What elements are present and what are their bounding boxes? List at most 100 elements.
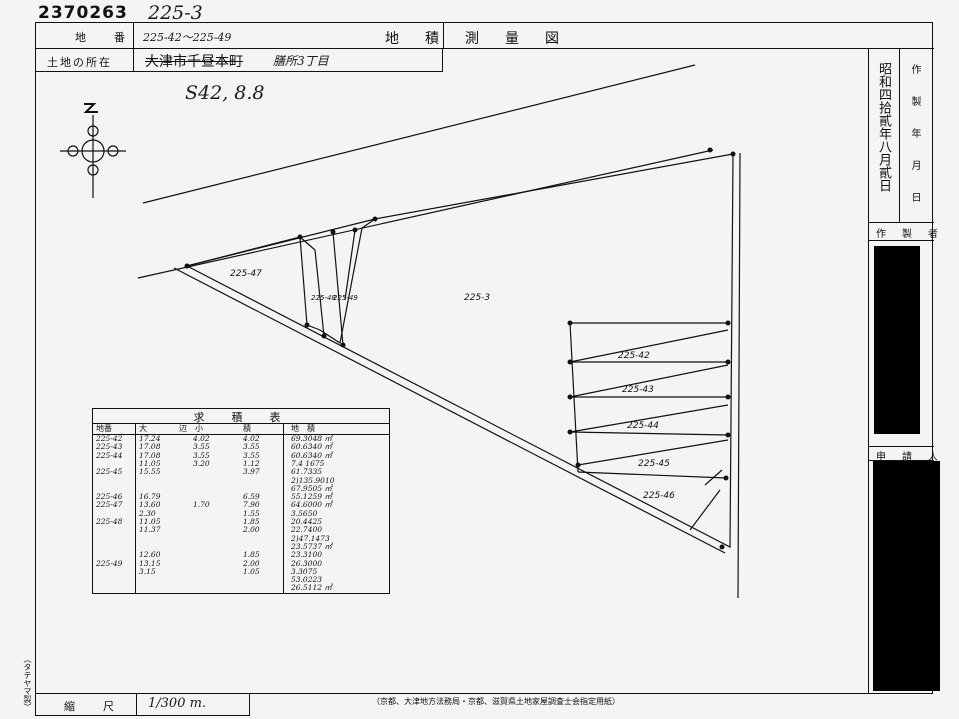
table-cell: 2)47.1473 — [291, 533, 330, 543]
table-cell: 3.3075 — [291, 566, 318, 576]
table-cell: 60.6340 ㎡ — [291, 450, 332, 460]
table-cell: 22.7400 — [291, 525, 323, 535]
applicant-label: 申 請 人 — [876, 452, 941, 463]
area-table-header-cell: 大 — [139, 424, 147, 433]
table-cell: 2.00 — [243, 558, 260, 568]
parcel-label: 225-42 — [618, 351, 650, 361]
table-cell: 225-47 — [96, 500, 123, 510]
header-location-row: 土地の所在 大津市千昼本町 膳所3丁目 — [35, 48, 443, 72]
table-cell: 26.5112 ㎡ — [291, 583, 332, 593]
table-cell: 225-42 — [96, 434, 123, 443]
area-table-header-cell: 地 積 — [291, 424, 315, 433]
table-cell: 26.3000 — [291, 558, 323, 568]
made-date-value: 昭和四拾貳年八月貳日 — [876, 62, 891, 192]
table-cell: 3.55 — [243, 442, 260, 452]
table-cell: 55.1259 ㎡ — [291, 492, 332, 502]
table-cell: 12.60 — [139, 550, 161, 560]
table-cell: 4.02 — [243, 434, 260, 443]
table-row: 23.5737 ㎡ — [93, 541, 389, 551]
area-table-header-cell: 積 — [243, 424, 251, 433]
document-title: 地 積 測 量 図 — [385, 31, 565, 47]
table-row: 2)135.9010 — [93, 475, 389, 485]
parcel-label: 225-47 — [230, 269, 262, 279]
scale-label: 縮 尺 — [64, 700, 116, 713]
lot-label: 地 番 — [75, 31, 127, 44]
table-cell: 3.20 — [193, 458, 210, 468]
area-table-title: 求 積 表 — [93, 409, 389, 424]
table-cell: 1.05 — [243, 566, 260, 576]
table-cell: 17.08 — [139, 442, 161, 452]
table-cell: 3.97 — [243, 467, 260, 477]
header-title-cell — [443, 22, 934, 49]
table-cell: 2)135.9010 — [291, 475, 335, 485]
date-note: S42, 8.8 — [185, 82, 265, 104]
table-cell: 67.9505 ㎡ — [291, 483, 332, 493]
location-label: 土地の所在 — [47, 56, 112, 69]
header-lot-row: 地 番 225-42〜225-49 — [35, 22, 443, 72]
table-row: 225-46 16.79 6.59 55.1259 ㎡ — [93, 493, 389, 501]
document-number: 2370263 — [38, 3, 128, 23]
table-cell: 225-49 — [96, 558, 123, 568]
table-cell: 4.02 — [193, 434, 210, 443]
made-date-label: 作 製 年 月 日 — [909, 64, 920, 208]
table-row: 2)47.1473 — [93, 533, 389, 543]
table-cell: 13.60 — [139, 500, 161, 510]
table-cell: 23.5737 ㎡ — [291, 541, 332, 551]
table-row: 53.0223 — [93, 576, 389, 584]
table-cell: 3.55 — [193, 450, 210, 460]
table-cell: 1.70 — [193, 500, 210, 510]
table-cell: 11.37 — [139, 525, 161, 535]
table-cell: 3.55 — [193, 442, 210, 452]
scale-row: 縮 尺 1/300 m. — [35, 694, 250, 716]
document-ref-handwritten: 225-3 — [148, 2, 203, 24]
table-cell: 1.12 — [243, 458, 260, 468]
author-redaction — [874, 246, 920, 434]
table-row: 225-49 13.15 2.00 26.3000 — [93, 558, 389, 568]
table-cell: 13.15 — [139, 558, 161, 568]
table-cell: 225-48 — [96, 517, 123, 526]
table-cell: 3.15 — [139, 566, 156, 576]
area-table-header-cell: 地番 — [96, 424, 112, 433]
table-cell: 17.24 — [139, 434, 161, 443]
table-cell: 16.79 — [139, 492, 161, 502]
table-cell: 60.6340 ㎡ — [291, 442, 332, 452]
table-cell: 6.59 — [243, 492, 260, 502]
table-cell: 11.05 — [139, 458, 161, 468]
table-cell: 225-45 — [96, 467, 123, 477]
table-cell: 61.7335 — [291, 467, 323, 477]
north-compass-icon — [60, 103, 126, 198]
table-cell: 20.4425 — [291, 517, 323, 526]
applicant-redaction — [873, 461, 940, 691]
table-cell: 11.05 — [139, 517, 161, 526]
drawing-frame — [35, 22, 933, 694]
table-cell: 1.55 — [243, 508, 260, 518]
table-cell: 1.85 — [243, 517, 260, 526]
table-cell: 53.0223 — [291, 575, 323, 585]
table-cell: 3.55 — [243, 450, 260, 460]
left-margin-note: （タテヤマ製） — [23, 655, 32, 711]
table-cell: 2.30 — [139, 508, 156, 518]
table-row: 11.37 2.00 22.7400 — [93, 526, 389, 534]
parcel-label: 225-45 — [638, 459, 670, 469]
table-cell: 7.4 1675 — [291, 458, 325, 468]
table-cell: 2.00 — [243, 525, 260, 535]
author-label: 作 製 者 — [876, 229, 941, 240]
location-note: 膳所3丁目 — [273, 54, 329, 68]
area-table-header: 地番 大 辺 小 積 地 積 — [93, 423, 389, 435]
location-value: 大津市千昼本町 — [145, 54, 243, 70]
parcel-label: 225-49 — [333, 294, 358, 302]
table-cell: 17.08 — [139, 450, 161, 460]
area-table-header-cell: 辺 小 — [179, 424, 203, 433]
side-panel — [868, 48, 934, 694]
area-table: 求 積 表 地番 大 辺 小 積 地 積 225-42 17.24 4.02 4.02… — [92, 408, 390, 594]
table-cell: 225-46 — [96, 492, 123, 502]
table-row: 2.30 1.55 3.5650 — [93, 508, 389, 518]
table-cell: 3.5650 — [291, 508, 318, 518]
footer-note: （京都、大津地方法務局・京都、滋賀県土地家屋調査士会指定用紙） — [372, 697, 620, 706]
